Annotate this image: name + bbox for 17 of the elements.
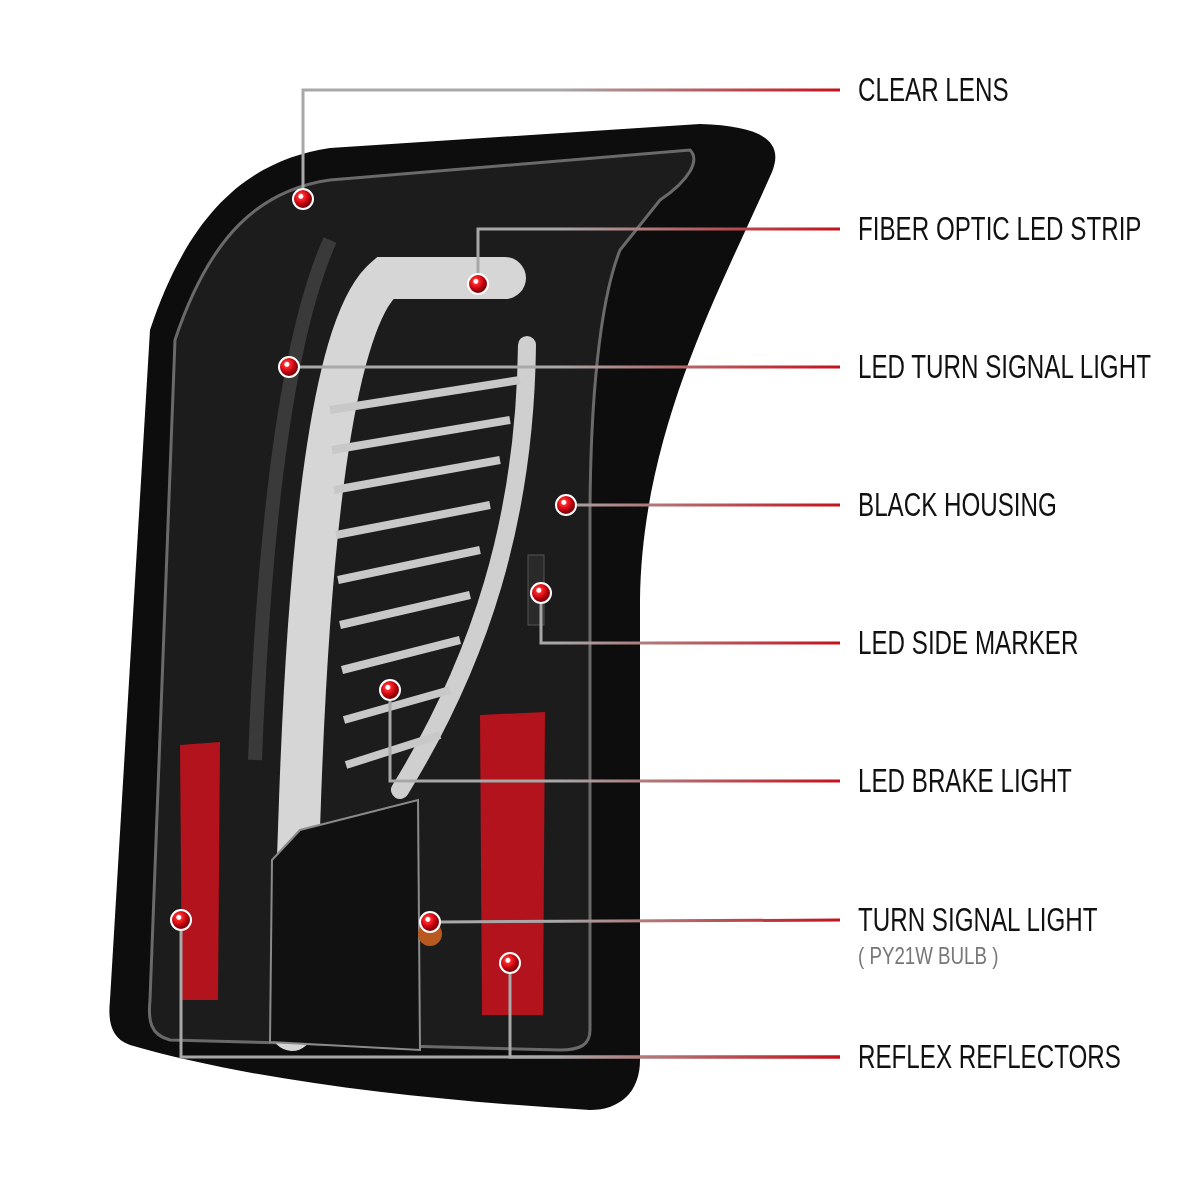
part-label: FIBER OPTIC LED STRIP [858,209,1142,250]
leader-line [476,227,840,273]
part-label: TURN SIGNAL LIGHT [858,900,1098,941]
part-label: CLEAR LENS [858,70,1009,111]
leader-line [441,918,840,924]
part-label: REFLEX REFLECTORS [858,1037,1121,1078]
leader-line [577,503,840,507]
part-label: LED TURN SIGNAL LIGHT [858,347,1151,388]
leader-line [301,88,840,188]
part-label: LED BRAKE LIGHT [858,761,1072,802]
part-label: LED SIDE MARKER [858,623,1079,664]
leader-line [508,974,840,1059]
part-label: BLACK HOUSING [858,485,1057,526]
leader-line [388,701,840,783]
leader-line [300,365,840,369]
leader-line [539,604,840,645]
bulb-note: ( PY21W BULB ) [858,942,999,970]
